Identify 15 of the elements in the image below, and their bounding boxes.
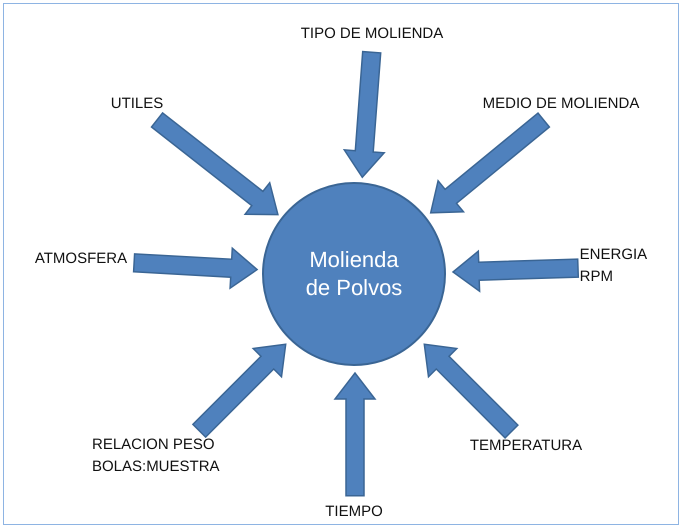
factor-label: MEDIO DE MOLIENDA bbox=[482, 92, 640, 116]
block-arrow bbox=[342, 50, 386, 179]
factor-label: ATMOSFERA bbox=[34, 248, 128, 270]
block-arrow bbox=[150, 112, 279, 216]
factor-label: UTILES bbox=[110, 92, 164, 116]
block-arrow bbox=[423, 343, 519, 439]
factor-label: RELACION PESO BOLAS:MUESTRA bbox=[92, 434, 252, 478]
block-arrow bbox=[132, 246, 258, 290]
factor-label: TIEMPO bbox=[325, 500, 383, 524]
block-arrow bbox=[430, 112, 550, 214]
block-arrow bbox=[333, 372, 377, 497]
factor-label: TEMPERATURA bbox=[470, 434, 582, 458]
factor-label: TIPO DE MOLIENDA bbox=[300, 22, 444, 46]
block-arrow bbox=[192, 343, 287, 438]
block-arrow bbox=[452, 250, 580, 293]
